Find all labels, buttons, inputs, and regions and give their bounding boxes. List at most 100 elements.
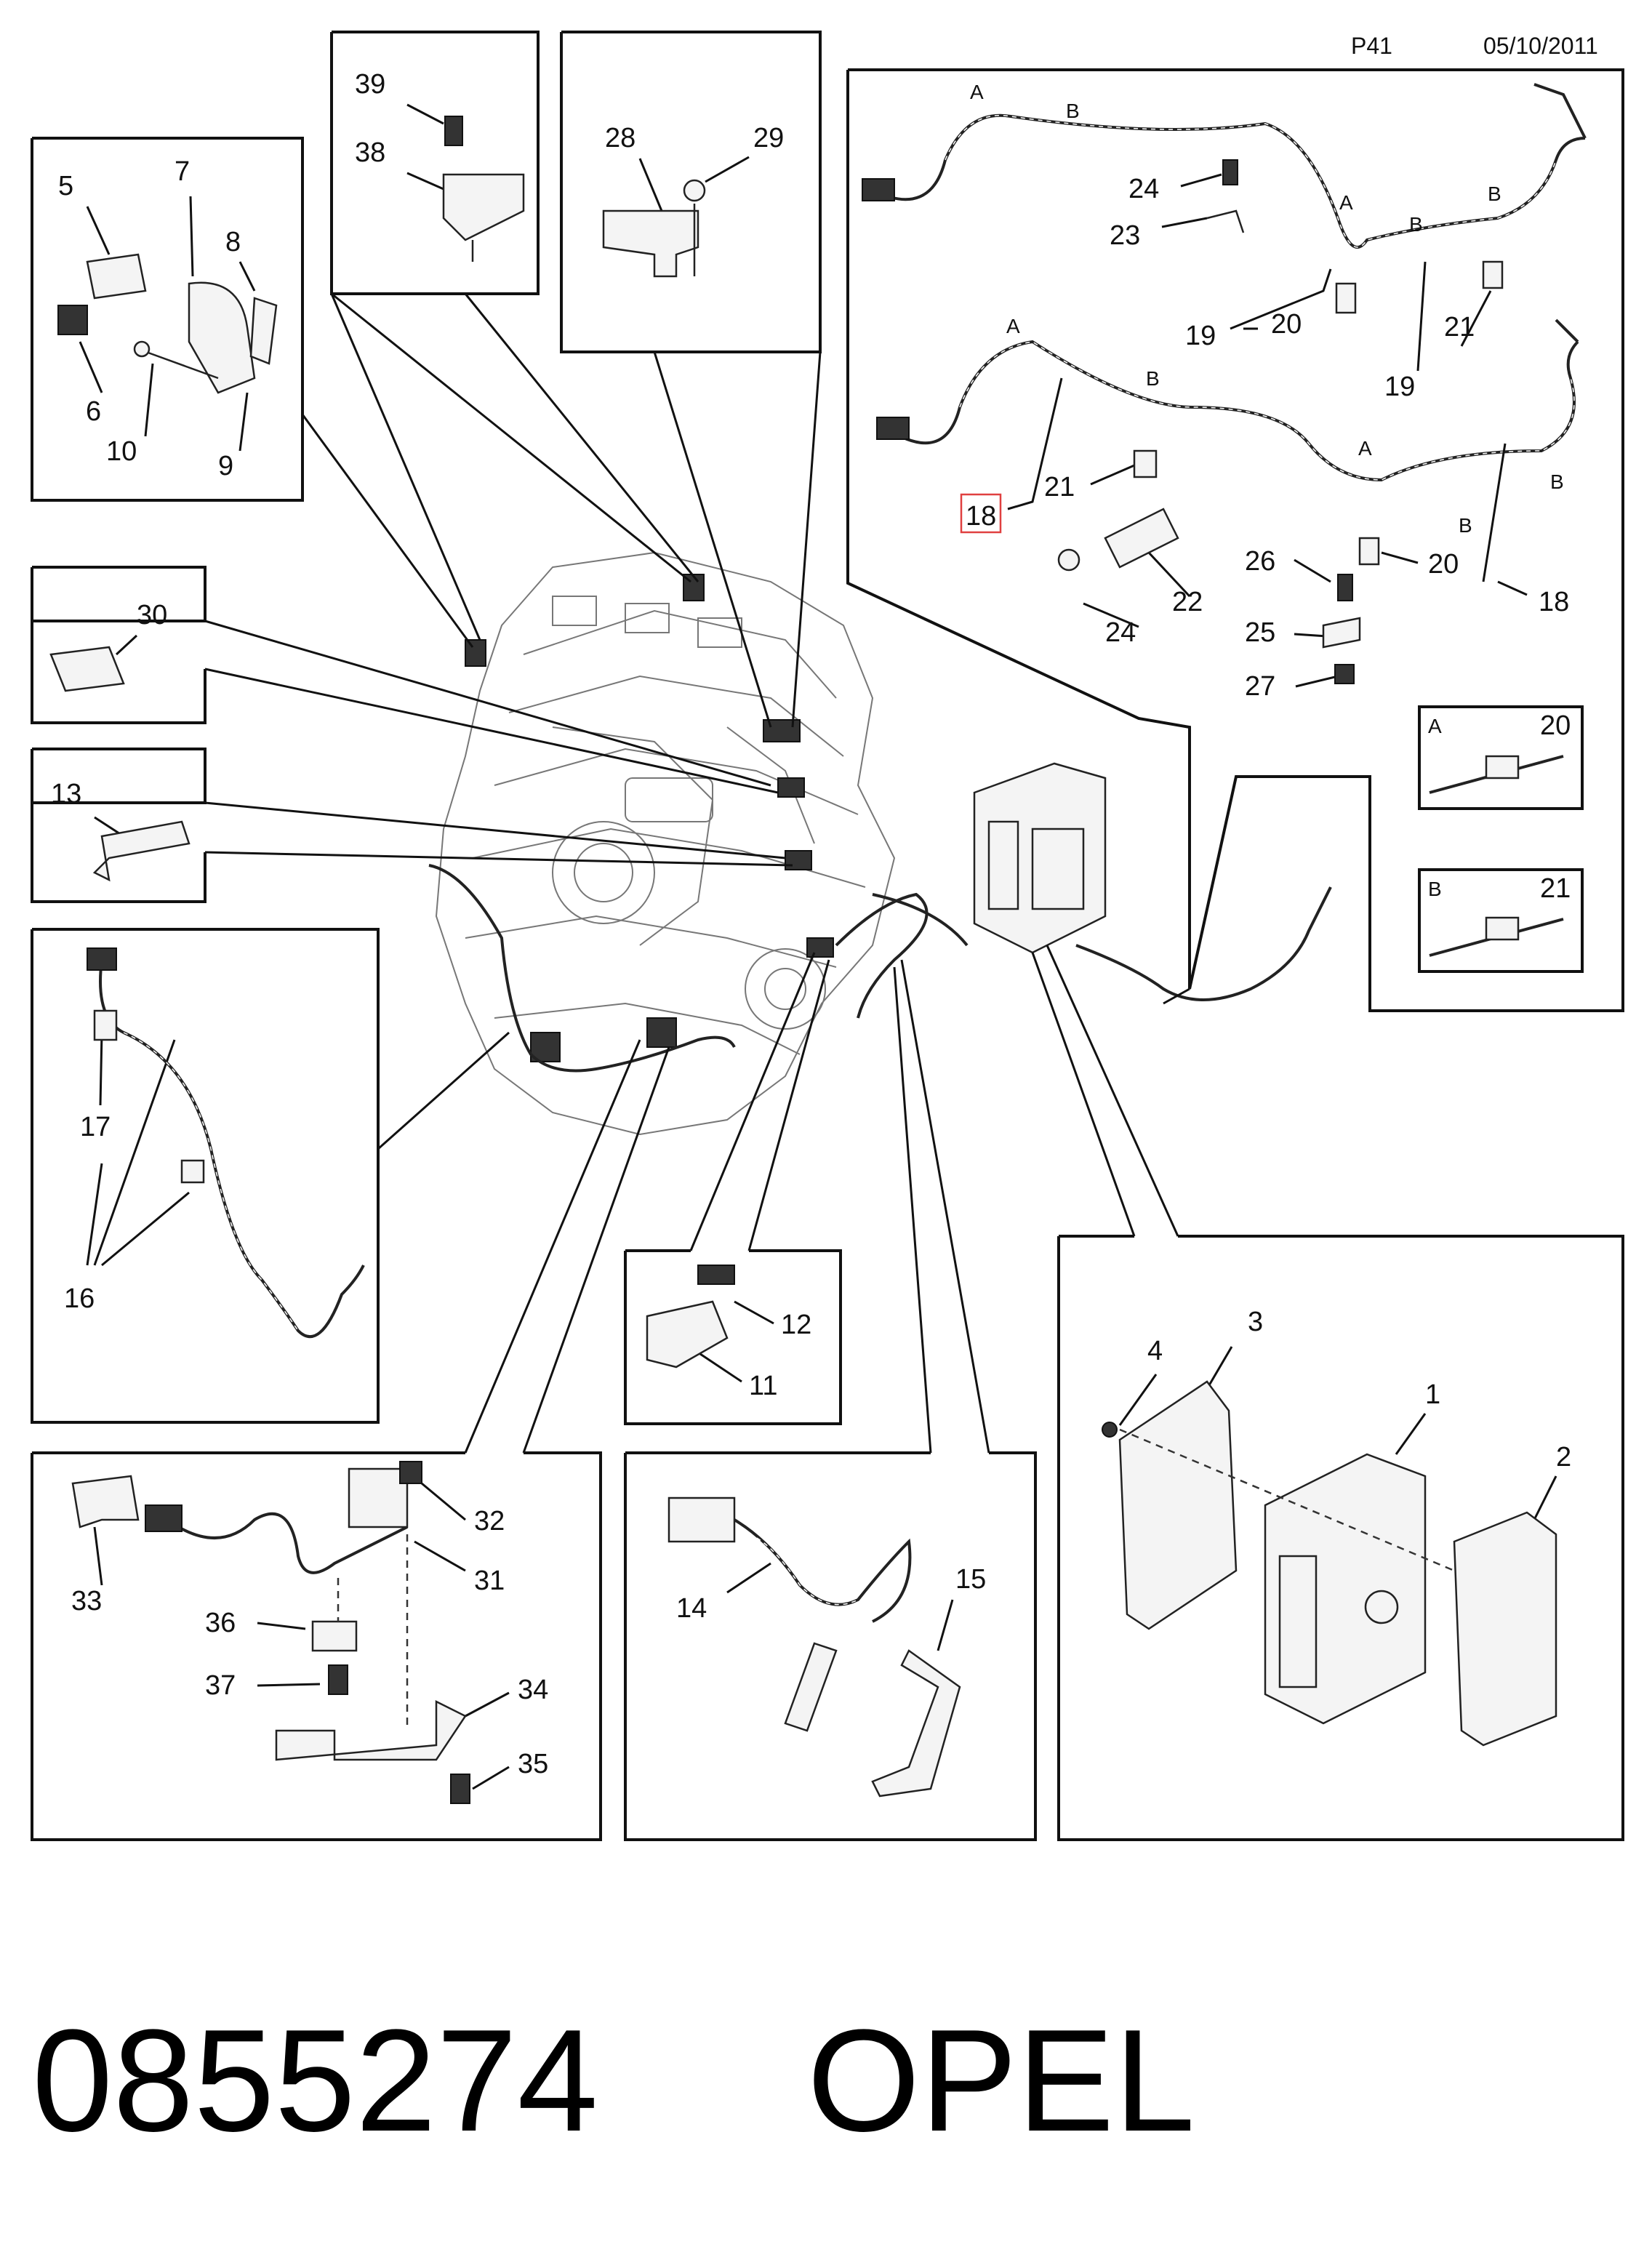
detail-box-oxygen-sensor-14-15: 14 15 [624, 1451, 1037, 1841]
engine-illustration [428, 551, 929, 1136]
clip-icon [1133, 449, 1158, 478]
callout-9: 9 [218, 451, 233, 481]
bracket-icon [1453, 1511, 1557, 1747]
callout-23: 23 [1110, 220, 1140, 251]
sensor-icon [92, 820, 191, 882]
page-ref: P41 [1351, 33, 1392, 59]
section-letter-a: A [1428, 715, 1442, 737]
callout-32: 32 [474, 1506, 505, 1536]
callout-12: 12 [781, 1310, 811, 1340]
callout-1: 1 [1425, 1379, 1440, 1410]
callout-21: 21 [1444, 312, 1475, 342]
detail-box-valve-11-12: 12 11 [624, 1249, 842, 1425]
detail-box-harness-16-17: 17 16 [31, 928, 380, 1424]
callout-3: 3 [1248, 1307, 1263, 1337]
sensor-icon [442, 173, 525, 241]
callout-7: 7 [175, 156, 190, 187]
section-letter-b: B [1409, 213, 1423, 236]
callout-39: 39 [355, 69, 385, 100]
wire-harness-icon [145, 1504, 183, 1532]
section-letter-a: A [1358, 437, 1372, 460]
detail-box-ecu-1-4: 3 4 1 2 [1057, 1235, 1624, 1841]
bracket-icon [1118, 1380, 1238, 1630]
bolt-icon [328, 1664, 348, 1695]
section-letter-a: A [1339, 191, 1353, 214]
sensor-icon [49, 646, 125, 692]
section-letter-b: B [1428, 878, 1442, 900]
bracket-icon [275, 1699, 467, 1761]
callout-24: 24 [1105, 617, 1136, 648]
bracket-icon [871, 1649, 961, 1798]
clip-icon [1485, 755, 1520, 780]
bolt-icon [1222, 159, 1238, 185]
sensor-icon [646, 1017, 677, 1048]
callout-15: 15 [955, 1564, 986, 1595]
callout-33: 33 [71, 1586, 102, 1616]
sensor-icon [86, 253, 147, 300]
callout-16: 16 [64, 1283, 95, 1314]
sensor-icon [602, 209, 699, 278]
sensor-icon [785, 850, 812, 870]
callout-6: 6 [86, 396, 101, 427]
clip-icon [1358, 537, 1380, 566]
section-letter-b: B [1146, 367, 1160, 390]
sensor-icon [667, 1496, 736, 1543]
callout-38: 38 [355, 137, 385, 168]
callout-22: 22 [1172, 587, 1203, 617]
detail-box-sensor-13: 13 [31, 748, 206, 903]
callout-17: 17 [80, 1112, 111, 1142]
callout-24: 24 [1128, 174, 1159, 204]
part-number: 0855274 [32, 2000, 598, 2162]
clip-icon [180, 1159, 205, 1184]
callout-2: 2 [1556, 1442, 1571, 1472]
callout-19: 19 [1384, 372, 1415, 402]
sensor-icon [784, 1642, 838, 1732]
detail-box-sensor-38-39: 39 38 [330, 31, 540, 295]
sensor-icon [777, 777, 805, 798]
section-letter-a: A [1006, 315, 1020, 337]
callout-8: 8 [225, 227, 241, 257]
callout-25: 25 [1245, 617, 1275, 648]
ecu-module-icon[interactable] [1264, 1453, 1427, 1725]
callout-4: 4 [1147, 1336, 1163, 1366]
callout-26: 26 [1245, 546, 1275, 577]
section-letter-b: B [1488, 183, 1501, 205]
sensor-icon [465, 639, 486, 667]
callout-20: 20 [1271, 309, 1302, 340]
callout-18-highlighted[interactable]: 18 [966, 501, 996, 532]
callout-28: 28 [605, 123, 635, 153]
clip-icon [1335, 282, 1357, 314]
clip-icon [1482, 260, 1504, 289]
wire-harness-icon [876, 417, 910, 440]
callout-13: 13 [51, 779, 81, 809]
callout-29: 29 [753, 123, 784, 153]
detail-box-clip-A-20: A 20 [1418, 705, 1584, 810]
sensor-icon [646, 1300, 729, 1369]
callout-36: 36 [205, 1608, 236, 1638]
callout-37: 37 [205, 1670, 236, 1701]
callout-27: 27 [1245, 671, 1275, 702]
detail-box-valve-31-37: 32 31 33 36 37 34 35 [31, 1451, 602, 1841]
bracket-icon [1322, 617, 1361, 649]
sensor-icon [348, 1467, 409, 1528]
clip-icon [93, 1009, 118, 1041]
clip-icon [1485, 916, 1520, 941]
bolt-icon [57, 305, 88, 335]
detail-box-sensors-5-10: 5 7 8 6 10 9 [31, 137, 304, 502]
brand-name: OPEL [807, 2000, 1195, 2162]
bolt-icon [444, 116, 463, 146]
bracket-icon [1104, 508, 1179, 569]
bolt-icon [450, 1774, 470, 1804]
callout-18: 18 [1539, 587, 1569, 617]
callout-34: 34 [518, 1675, 548, 1705]
callout-31: 31 [474, 1566, 505, 1596]
detail-box-sensor-28-29: 28 29 [560, 31, 822, 353]
callout-5: 5 [58, 171, 73, 201]
callout-20: 20 [1540, 710, 1571, 741]
callout-20: 20 [1428, 549, 1459, 580]
callout-10: 10 [106, 436, 137, 467]
highlight-box [960, 493, 1002, 534]
bolt-icon [399, 1461, 422, 1484]
